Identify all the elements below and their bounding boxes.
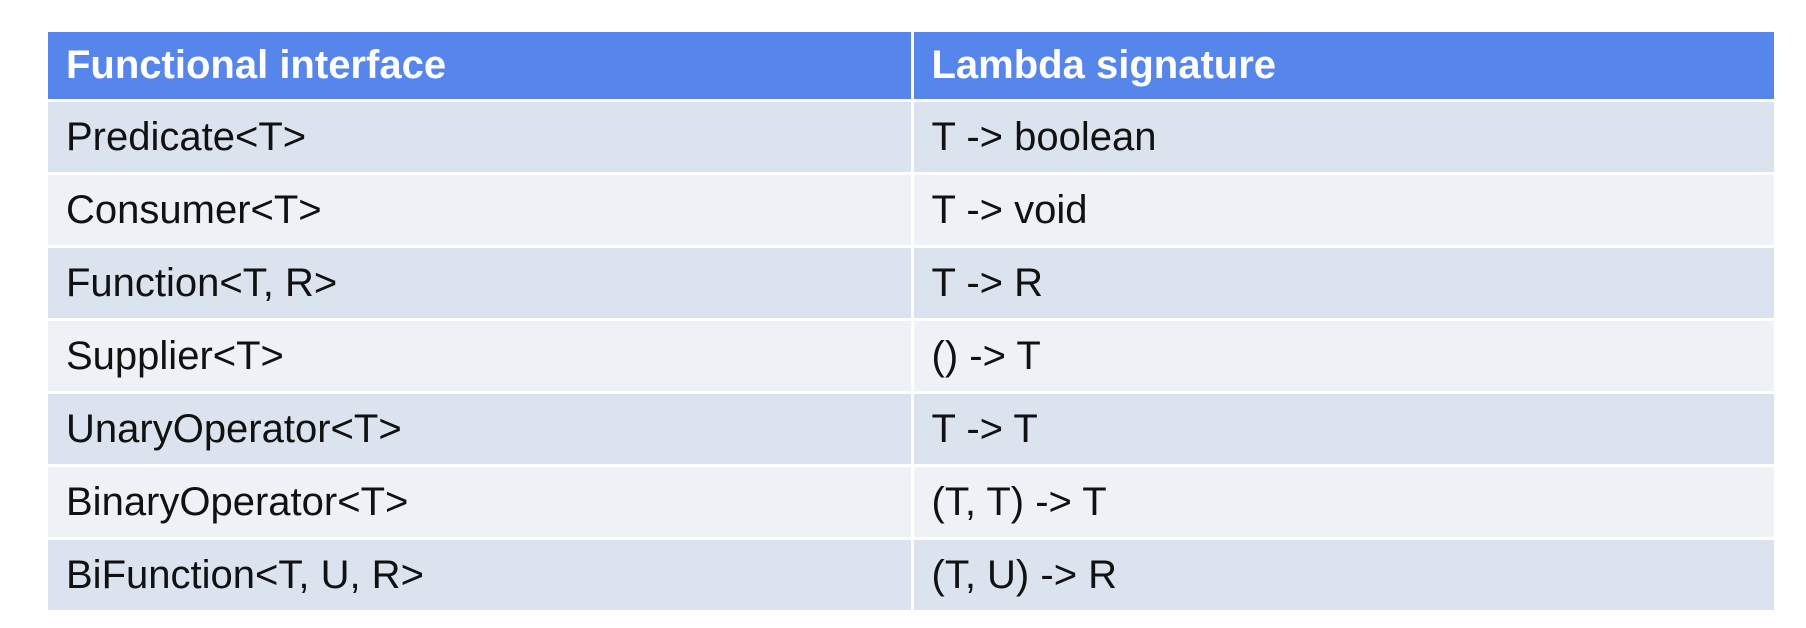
signature-cell: () -> T: [912, 319, 1774, 394]
functional-interfaces-table-container: Functional interface Lambda signature Pr…: [48, 32, 1774, 610]
interface-cell: Consumer<T>: [48, 173, 914, 248]
table-row: Function<T, R> T -> R: [48, 246, 1774, 321]
header-functional-interface: Functional interface: [48, 32, 914, 102]
functional-interfaces-table: Functional interface Lambda signature Pr…: [48, 32, 1774, 610]
table-row: Consumer<T> T -> void: [48, 173, 1774, 248]
interface-cell: Supplier<T>: [48, 319, 914, 394]
interface-cell: Function<T, R>: [48, 246, 914, 321]
signature-cell: T -> R: [912, 246, 1774, 321]
table-header: Functional interface Lambda signature: [48, 32, 1774, 102]
interface-cell: Predicate<T>: [48, 100, 914, 175]
table-body: Predicate<T> T -> boolean Consumer<T> T …: [48, 100, 1774, 610]
interface-cell: BinaryOperator<T>: [48, 465, 914, 540]
signature-cell: (T, T) -> T: [912, 465, 1774, 540]
interface-cell: BiFunction<T, U, R>: [48, 538, 914, 610]
header-row: Functional interface Lambda signature: [48, 32, 1774, 102]
table-row: BiFunction<T, U, R> (T, U) -> R: [48, 538, 1774, 610]
signature-cell: T -> boolean: [912, 100, 1774, 175]
table-row: UnaryOperator<T> T -> T: [48, 392, 1774, 467]
header-lambda-signature: Lambda signature: [912, 32, 1774, 102]
table-row: Predicate<T> T -> boolean: [48, 100, 1774, 175]
table-row: BinaryOperator<T> (T, T) -> T: [48, 465, 1774, 540]
signature-cell: T -> T: [912, 392, 1774, 467]
interface-cell: UnaryOperator<T>: [48, 392, 914, 467]
signature-cell: T -> void: [912, 173, 1774, 248]
signature-cell: (T, U) -> R: [912, 538, 1774, 610]
table-row: Supplier<T> () -> T: [48, 319, 1774, 394]
